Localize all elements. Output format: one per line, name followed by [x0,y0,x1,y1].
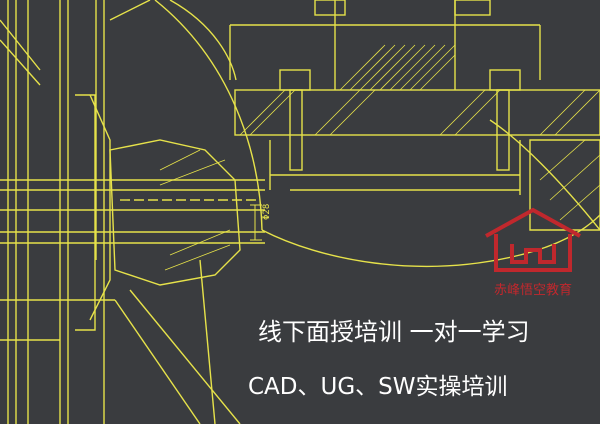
logo: 赤峰悟空教育 [478,204,588,298]
promo-headline: 线下面授培训 一对一学习 [258,318,530,346]
logo-text: 赤峰悟空教育 [493,283,572,298]
dimension-label: Φ28 [262,203,272,220]
promo-subheadline: CAD、UG、SW实操培训 [248,374,508,400]
house-logo-icon [485,207,581,272]
